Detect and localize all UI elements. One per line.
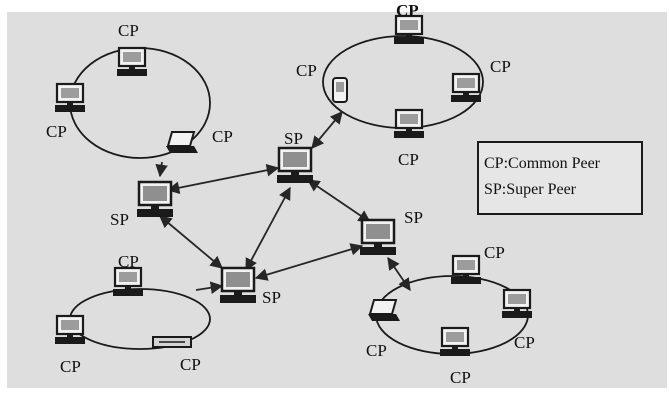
bottom-right-cluster-desktop-right-icon <box>500 288 534 320</box>
legend: CP:Common Peer SP:Super Peer <box>477 141 643 215</box>
top-right-cp-label-top: CP <box>396 1 419 20</box>
top-left-cp-label-left: CP <box>46 122 67 141</box>
bottom-right-cp-label-bottom: CP <box>450 368 471 387</box>
legend-super-peer: SP:Super Peer <box>484 181 577 198</box>
top-left-cp-label-top: CP <box>118 21 139 40</box>
bottom-left-cp-label-right: CP <box>180 355 201 374</box>
super-peer-right-icon <box>358 218 398 257</box>
bottom-right-cp-label-top: CP <box>484 243 505 262</box>
sp-label-right: SP <box>404 208 423 227</box>
super-peer-left-icon <box>135 180 175 219</box>
bottom-right-cluster-desktop-top-icon <box>449 254 483 286</box>
link-sp-left-to-sp-bottom <box>159 215 223 269</box>
bottom-left-cluster-desktop-top-icon <box>111 266 145 298</box>
super-peer-bottom-icon <box>218 266 258 305</box>
link-top-left-cluster-to-sp-left <box>155 161 168 178</box>
bottom-right-cp-label-left: CP <box>366 341 387 360</box>
link-sp-right-to-bottom-right-cluster <box>387 256 411 292</box>
sp-label-bottom: SP <box>262 288 281 307</box>
link-sp-center-to-sp-right <box>306 179 372 223</box>
top-left-cluster-desktop-top-icon <box>115 46 149 78</box>
top-right-cp-label-right: CP <box>490 57 511 76</box>
bottom-left-cluster-desktop-left-icon <box>53 314 87 346</box>
super-peer-center-icon <box>275 146 315 185</box>
top-left-cluster-desktop-left-icon <box>53 82 87 114</box>
bottom-left-cp-label-left: CP <box>60 357 81 376</box>
link-sp-bottom-to-sp-right <box>254 243 364 281</box>
sp-label-center: SP <box>284 129 303 148</box>
bottom-right-cp-label-right: CP <box>514 333 535 352</box>
bottom-left-cp-label-top: CP <box>118 252 139 271</box>
link-sp-center-to-top-cluster <box>311 111 343 149</box>
top-right-cluster-desktop-bottom-icon <box>392 108 426 140</box>
top-right-cp-label-left: CP <box>296 61 317 80</box>
sp-label-left: SP <box>110 210 129 229</box>
top-right-cluster-handheld-icon <box>332 77 348 103</box>
link-sp-center-to-sp-bottom <box>245 186 291 272</box>
legend-box <box>477 141 643 215</box>
link-bottom-left-cluster-to-sp-bottom <box>195 281 224 294</box>
bottom-right-cluster-desktop-bottom-icon <box>438 326 472 358</box>
top-right-cluster-desktop-right-icon <box>449 72 483 104</box>
bottom-left-cluster-router-icon <box>152 336 192 348</box>
top-left-cp-label-right: CP <box>212 127 233 146</box>
top-right-cp-label-bottom: CP <box>398 150 419 169</box>
link-sp-left-to-sp-center <box>166 164 280 194</box>
top-right-cluster-desktop-top-icon <box>392 14 426 46</box>
legend-common-peer: CP:Common Peer <box>484 155 601 172</box>
